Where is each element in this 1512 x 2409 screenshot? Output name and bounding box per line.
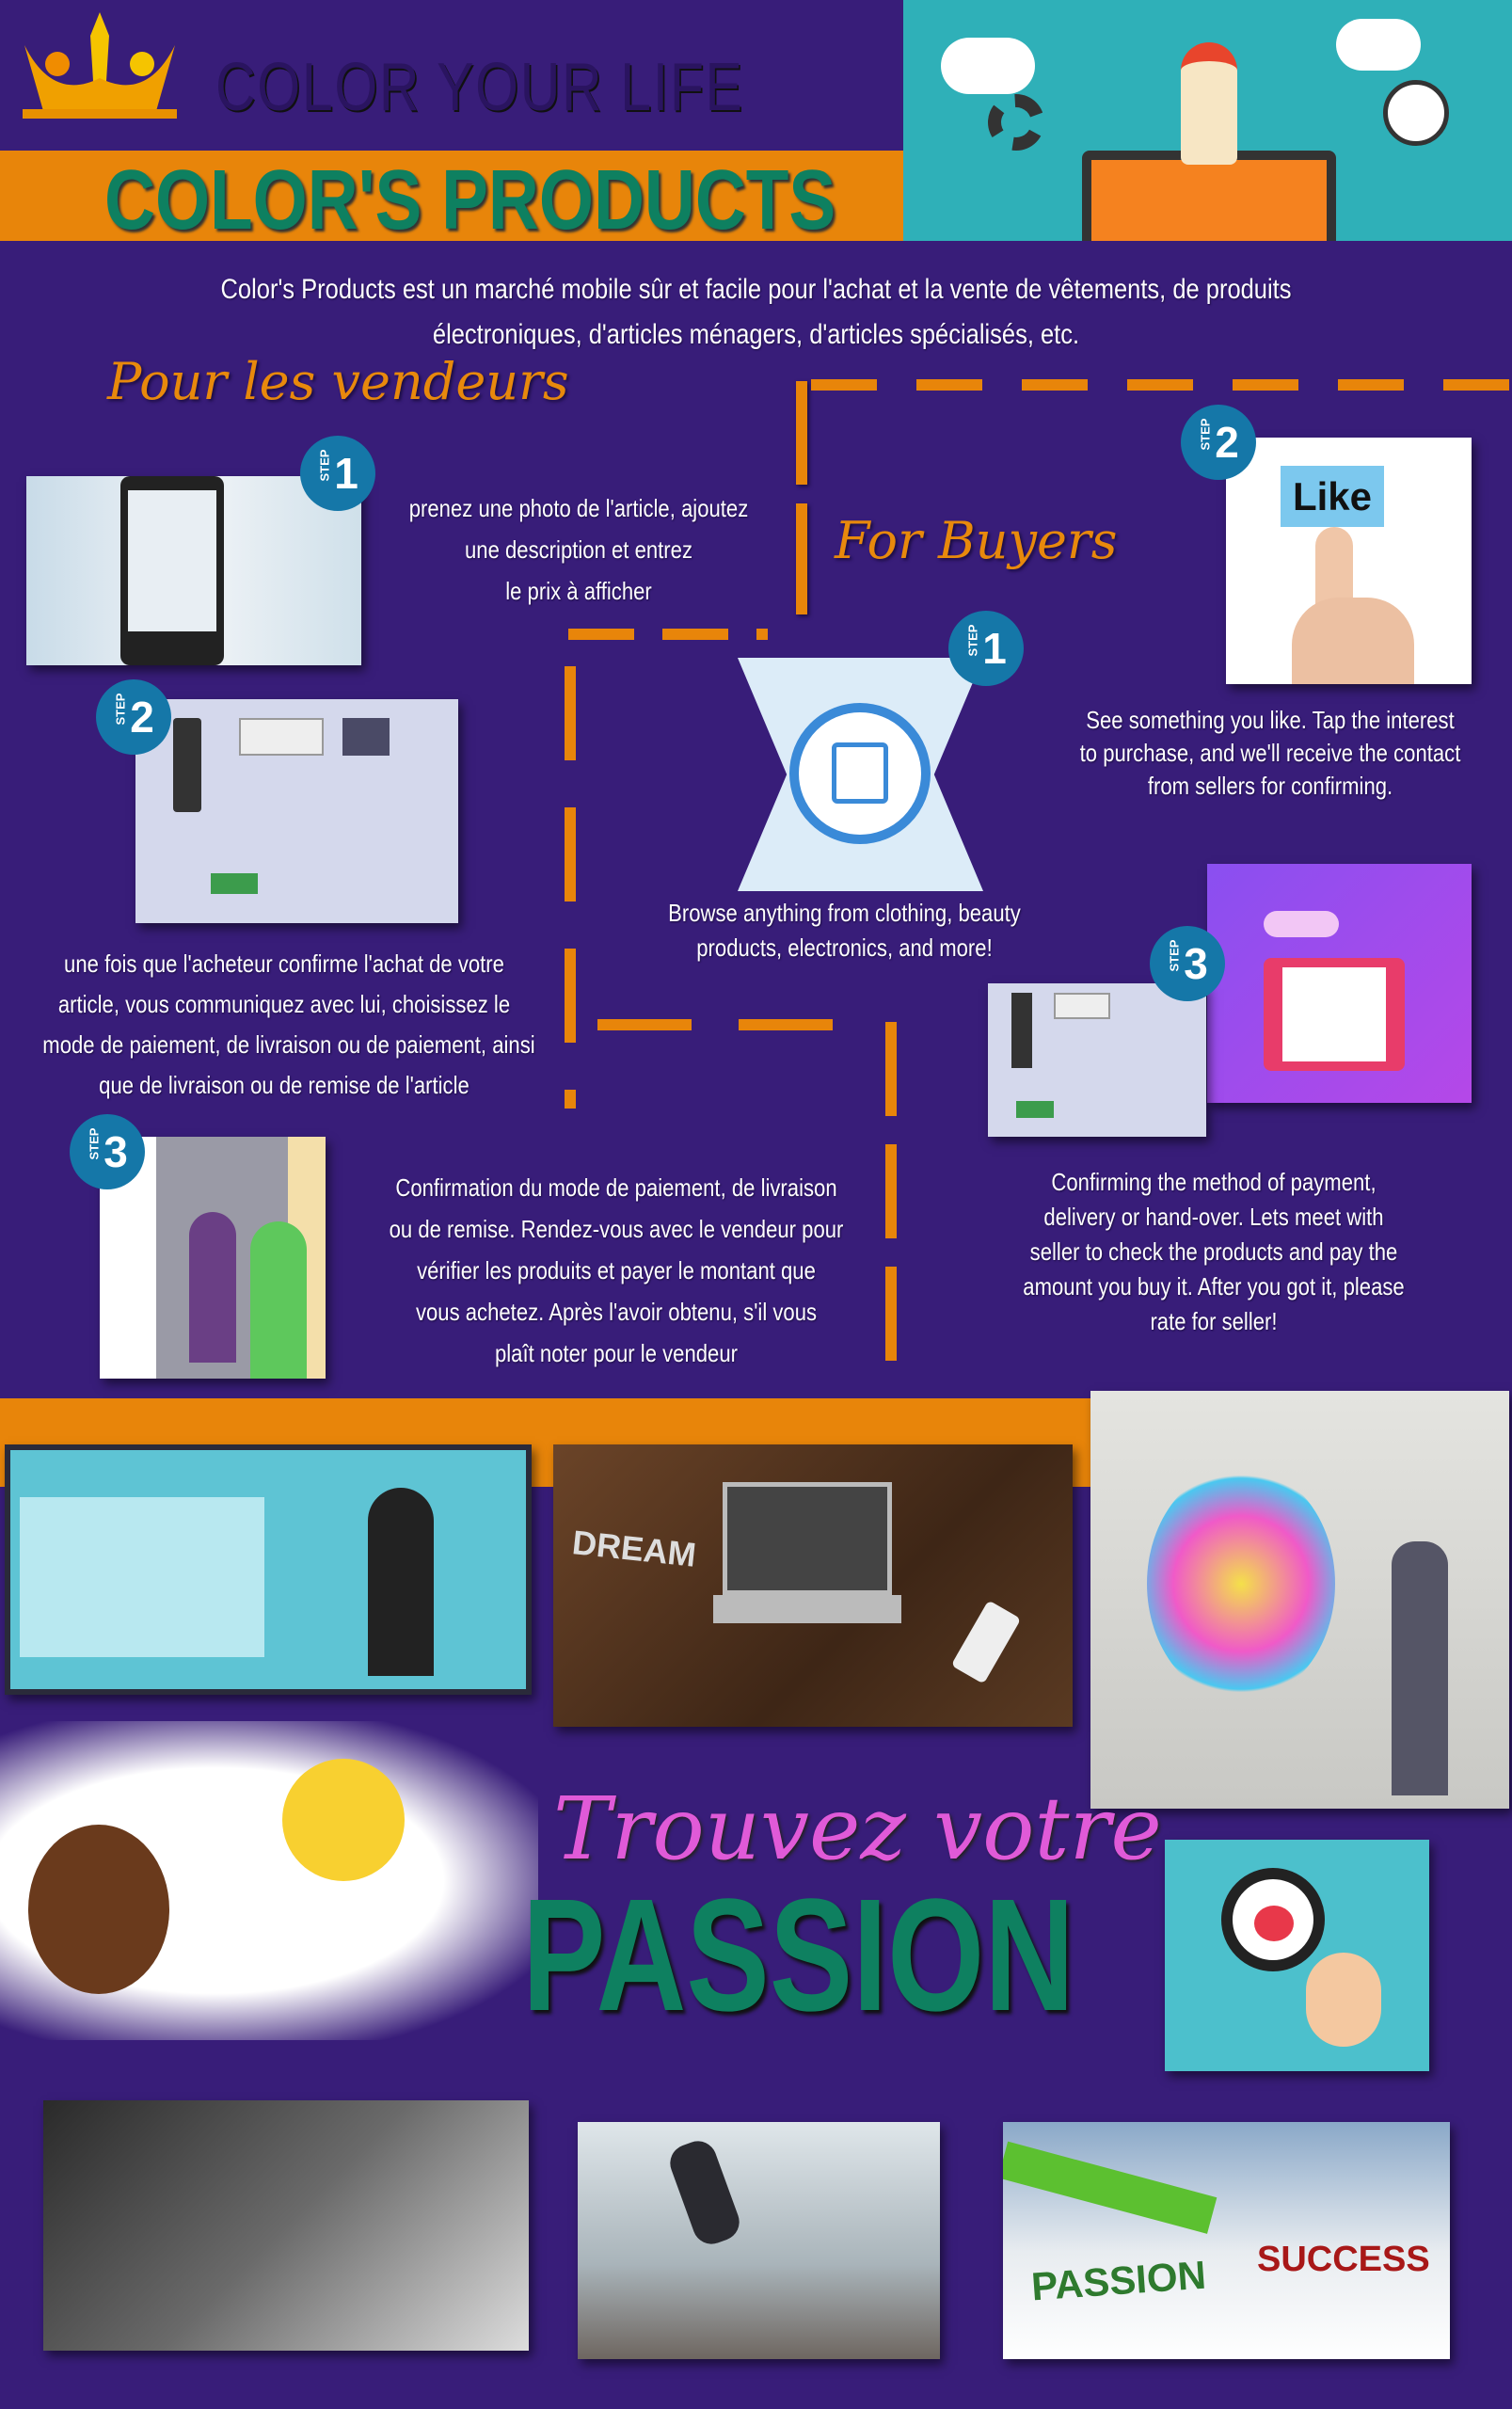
payment-illustration <box>135 699 458 923</box>
text-line: from sellers for confirming. <box>1147 772 1393 800</box>
text-line: prenez une photo de l'article, ajoutez <box>408 494 749 522</box>
seller-step-3-text: Confirmation du mode de paiement, de liv… <box>343 1167 889 1374</box>
passion-success-photo: PASSION SUCCESS <box>1003 2122 1450 2359</box>
connector-dash <box>597 1019 837 1030</box>
text-line: delivery or hand-over. Lets meet with <box>1043 1203 1384 1231</box>
text-line: mode de paiement, de livraison ou de pai… <box>42 1030 535 1059</box>
text-line: Browse anything from clothing, beauty <box>668 899 1021 927</box>
text-line: plaît noter pour le vendeur <box>494 1339 739 1367</box>
intro-text: Color's Products est un marché mobile sû… <box>0 267 1512 358</box>
connector-dash <box>568 629 768 640</box>
step-number: 1 <box>982 624 1007 673</box>
step-number: 2 <box>1215 418 1239 467</box>
text-line: le prix à afficher <box>505 577 652 605</box>
step-label: STEP <box>965 624 980 656</box>
step-number: 3 <box>103 1127 128 1176</box>
text-line: Confirming the method of payment, <box>1051 1168 1377 1196</box>
text-line: que de livraison ou de remise de l'artic… <box>99 1071 470 1099</box>
connector-dash <box>796 381 807 485</box>
text-line: article, vous communiquez avec lui, choi… <box>57 990 511 1018</box>
text-line: amount you buy it. After you got it, ple… <box>1023 1272 1405 1300</box>
passion-script: Trouvez votre <box>553 1779 1162 1879</box>
connector-dash <box>885 1022 897 1370</box>
dream-desk-photo: DREAM <box>553 1444 1073 1727</box>
step-label: STEP <box>113 693 128 725</box>
step-number: 1 <box>334 449 358 498</box>
buyers-heading: For Buyers <box>835 511 1118 570</box>
ecommerce-illustration <box>5 1444 532 1695</box>
like-label: Like <box>1281 466 1384 527</box>
text-line: vérifier les produits et payer le montan… <box>417 1256 816 1284</box>
buyer-step-1-text: Browse anything from clothing, beauty pro… <box>602 896 1087 965</box>
title-bar <box>0 151 903 241</box>
intro-line: électroniques, d'articles ménagers, d'ar… <box>432 319 1080 350</box>
dream-label: DREAM <box>570 1523 698 1574</box>
text-line: une fois que l'acheteur confirme l'achat… <box>64 949 504 978</box>
connector-dash <box>796 503 807 614</box>
crown-logo <box>15 8 184 122</box>
like-button-photo: Like <box>1226 438 1472 684</box>
passion-label: PASSION <box>1029 2252 1208 2309</box>
jumping-man-photo <box>578 2122 940 2359</box>
step-label: STEP <box>1167 939 1182 971</box>
passion-title: PASSION <box>522 1866 1074 2045</box>
seller-step-1-text: prenez une photo de l'article, ajoutez un… <box>367 487 790 612</box>
thinking-woman-illustration <box>0 1721 538 2040</box>
seller-step-2-text: une fois que l'acheteur confirme l'achat… <box>0 944 568 1106</box>
step-label: STEP <box>1198 418 1213 450</box>
text-line: seller to check the products and pay the <box>1029 1237 1398 1266</box>
text-line: ou de remise. Rendez-vous avec le vendeu… <box>389 1215 844 1243</box>
header-illustration-rocket <box>903 0 1512 241</box>
buyer-step-2-text: See something you like. Tap the interest… <box>1035 704 1505 803</box>
text-line: rate for seller! <box>1150 1307 1278 1335</box>
brand-name: COLOR YOUR LIFE <box>215 50 744 125</box>
text-line: products, electronics, and more! <box>696 933 993 962</box>
step-label: STEP <box>87 1127 102 1159</box>
browse-magnifier-illustration <box>738 658 983 891</box>
success-label: SUCCESS <box>1257 2240 1430 2279</box>
page-title: COLOR'S PRODUCTS <box>104 153 836 247</box>
text-line: Confirmation du mode de paiement, de liv… <box>395 1173 837 1202</box>
text-line: See something you like. Tap the interest <box>1086 706 1455 734</box>
step-number: 2 <box>130 693 154 742</box>
buyer-step-3-text: Confirming the method of payment, deliver… <box>979 1165 1449 1339</box>
photo-phone-camera <box>26 476 361 665</box>
intro-line: Color's Products est un marché mobile sû… <box>220 274 1292 305</box>
text-line: to purchase, and we'll receive the conta… <box>1079 739 1461 767</box>
text-line: vous achetez. Après l'avoir obtenu, s'il… <box>415 1298 818 1326</box>
connector-dash <box>565 666 576 1109</box>
step-number: 3 <box>1184 939 1208 988</box>
rating-illustration <box>1207 864 1472 1103</box>
painter-wall-photo <box>1090 1391 1509 1809</box>
connector-dash <box>811 379 1512 391</box>
team-work-photo <box>43 2100 529 2351</box>
step-label: STEP <box>317 449 332 481</box>
sellers-heading: Pour les vendeurs <box>107 352 569 411</box>
heart-magnifier-illustration <box>1165 1840 1429 2071</box>
text-line: une description et entrez <box>464 535 693 564</box>
payment-illustration-small <box>988 983 1206 1137</box>
